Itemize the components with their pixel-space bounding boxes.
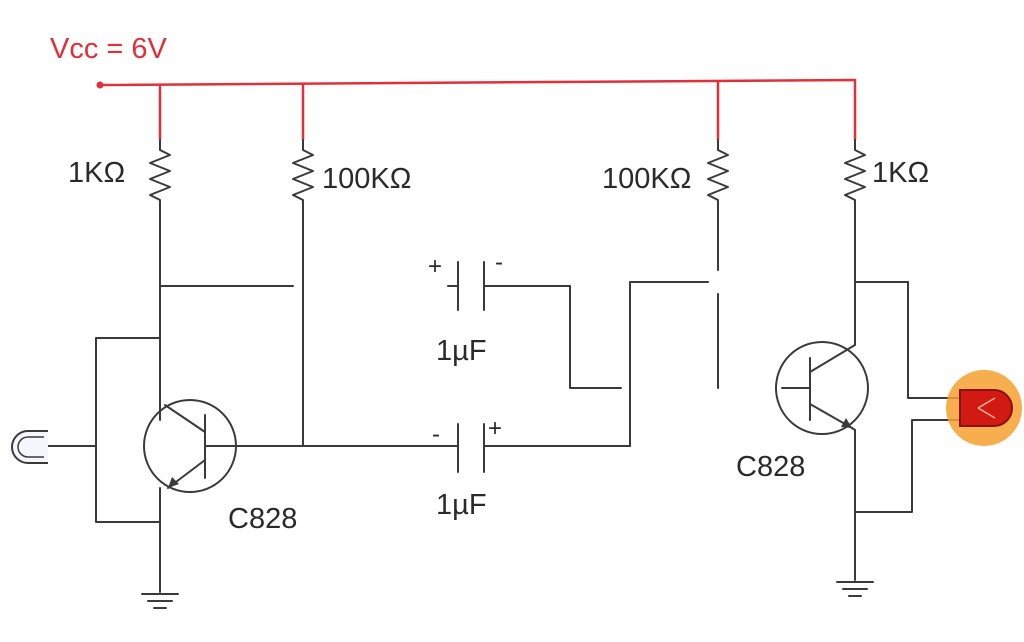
supply-rail bbox=[99, 78, 857, 140]
transistor-q2-label: C828 bbox=[736, 451, 805, 483]
capacitor-c1-label: 1µF bbox=[436, 335, 487, 367]
resistor-r2-label: 100KΩ bbox=[322, 163, 411, 195]
c2-to-q2-collector-wire bbox=[629, 281, 709, 447]
resistor-r3 bbox=[707, 139, 729, 211]
light-sensor-icon bbox=[11, 430, 48, 464]
resistor-r4-label: 1KΩ bbox=[872, 157, 929, 189]
ground-icon bbox=[141, 593, 179, 609]
capacitor-c2-label: 1µF bbox=[436, 489, 487, 521]
supply-label: Vcc = 6V bbox=[50, 33, 168, 65]
resistor-r3-label: 100KΩ bbox=[602, 163, 691, 195]
sensor-top-lead bbox=[95, 337, 161, 447]
capacitor-c1-positive: + bbox=[428, 253, 442, 280]
transistor-q1-label: C828 bbox=[228, 503, 297, 535]
capacitor-c2-positive: + bbox=[488, 415, 502, 442]
capacitor-c2 bbox=[447, 423, 631, 473]
transistor-q2 bbox=[775, 341, 869, 435]
resistor-r4 bbox=[844, 139, 866, 211]
capacitor-c2-negative: - bbox=[432, 421, 440, 448]
ground-icon bbox=[836, 581, 874, 597]
sensor-bottom-lead bbox=[95, 445, 161, 523]
led-anode-wire bbox=[907, 281, 961, 399]
resistor-r2 bbox=[292, 139, 314, 211]
transistor-q1 bbox=[143, 399, 239, 493]
led-icon bbox=[946, 370, 1022, 446]
capacitor-c1-negative: - bbox=[495, 249, 503, 276]
resistor-r1 bbox=[149, 139, 171, 211]
c1-to-q2-base-wire bbox=[569, 285, 622, 389]
resistor-r1-label: 1KΩ bbox=[68, 157, 125, 189]
capacitor-c1 bbox=[447, 261, 571, 311]
led-cathode-wire bbox=[854, 419, 961, 513]
